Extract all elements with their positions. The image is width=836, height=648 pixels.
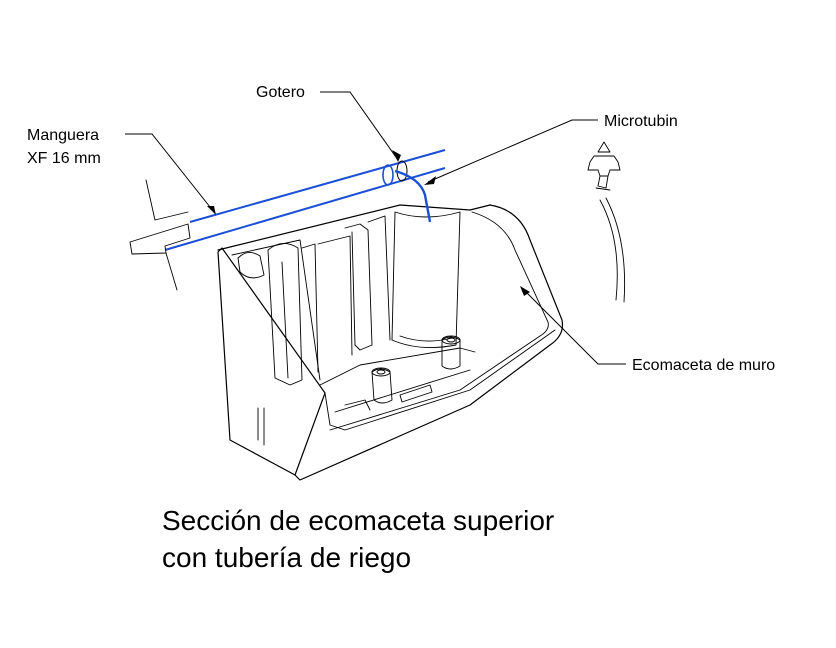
label-manguera-line1: Manguera (27, 127, 99, 144)
planter-ribs (237, 211, 461, 404)
label-microtubin-group: Microtubin (424, 113, 678, 185)
caption-line1: Sección de ecomaceta superior (162, 505, 554, 536)
microtube-line (394, 169, 432, 223)
label-microtubin: Microtubin (604, 113, 678, 130)
label-ecomaceta: Ecomaceta de muro (632, 357, 775, 374)
label-ecomaceta-group: Ecomaceta de muro (520, 286, 775, 374)
label-gotero-group: Gotero (256, 84, 401, 162)
microtubin-fitting (587, 141, 626, 303)
label-manguera-group: Manguera XF 16 mm (27, 127, 216, 215)
hose-xf16 (129, 149, 446, 291)
planter-body (217, 204, 564, 481)
label-manguera-line2: XF 16 mm (27, 150, 101, 167)
label-gotero: Gotero (256, 84, 305, 101)
caption-line2: con tubería de riego (162, 542, 411, 573)
